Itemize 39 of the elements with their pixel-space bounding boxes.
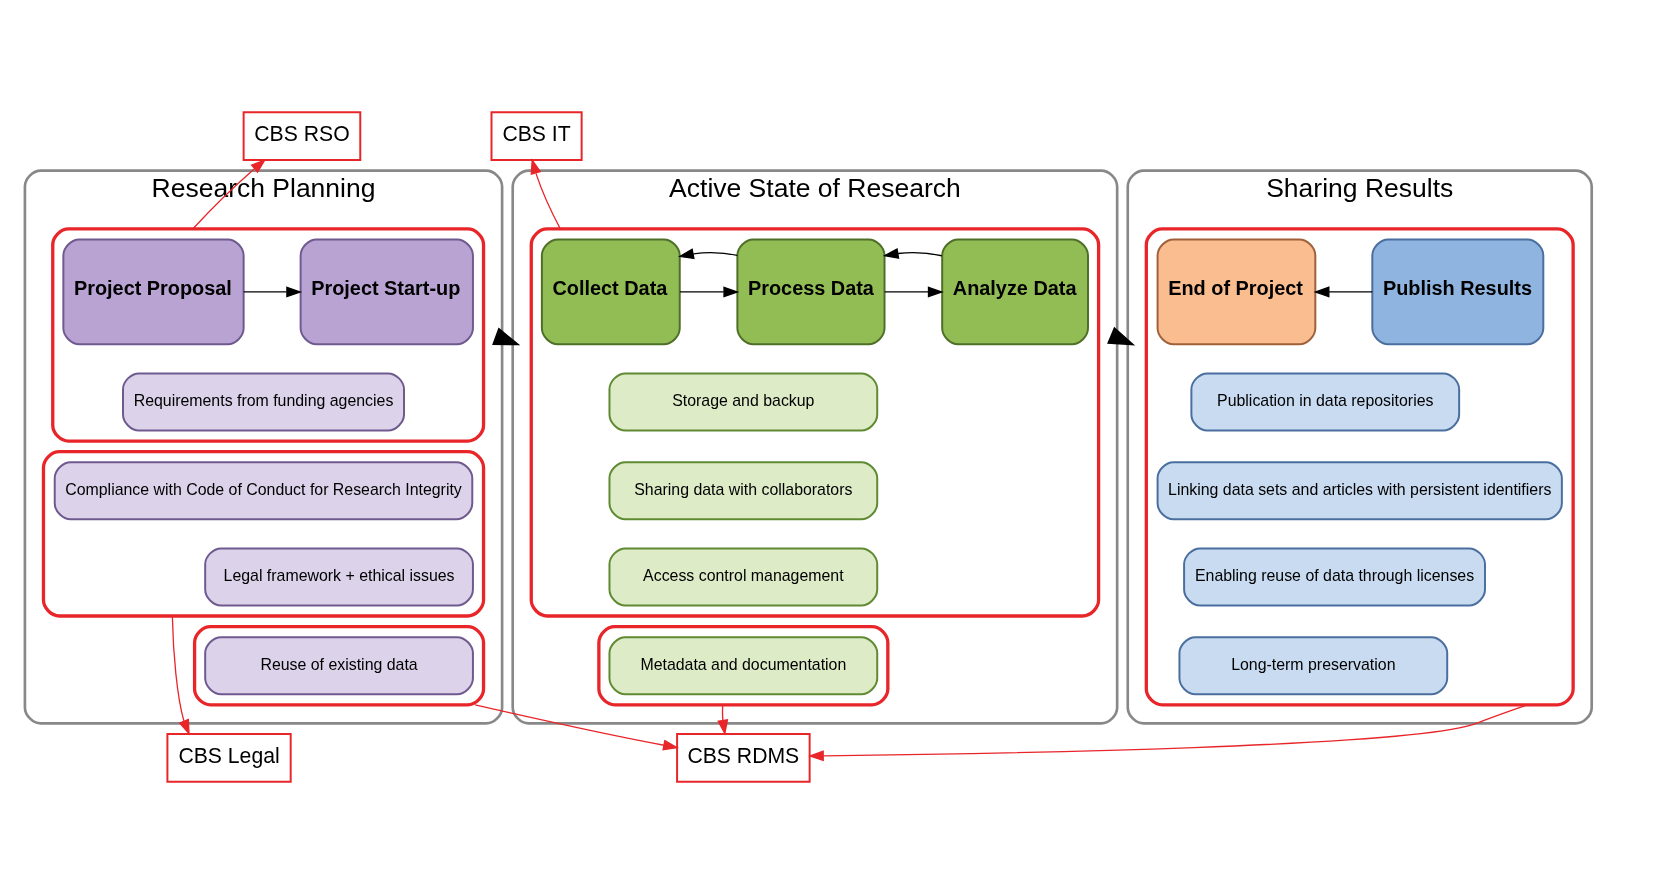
arrow: [884, 285, 944, 297]
node-box: Requirements from funding agencies: [122, 371, 405, 431]
cluster: [597, 624, 890, 706]
node-box: Project Proposal: [62, 238, 245, 345]
arrow: [678, 247, 738, 259]
node-box: Analyze Data: [941, 238, 1089, 345]
node-box: End of Project: [1156, 238, 1317, 345]
node-box: Compliance with Code of Conduct for Research Integrity: [53, 460, 474, 520]
node-box: Publish Results: [1371, 238, 1545, 345]
node-box: Linking data sets and articles with persistent identifiers: [1156, 460, 1563, 520]
arrow: [474, 703, 679, 751]
arrow: [530, 157, 562, 230]
node-box: Sharing data with collaborators: [608, 460, 879, 520]
cluster: [51, 226, 486, 443]
arrow: [171, 614, 190, 735]
node-box: Reuse of existing data: [204, 635, 474, 695]
arrow: [679, 285, 740, 297]
node-box: CBS RDMS: [676, 732, 811, 783]
node-box: Collect Data: [540, 238, 681, 345]
node-box: Project Start-up: [299, 238, 474, 345]
node-box: CBS Legal: [166, 732, 292, 783]
node-box: CBS RSO: [242, 110, 362, 161]
cluster: [529, 226, 1101, 618]
cluster: [192, 624, 486, 706]
arrow: [807, 703, 1529, 761]
node-box: Enabling reuse of data through licenses: [1183, 546, 1486, 606]
arrow: [882, 247, 943, 259]
cluster: [41, 449, 486, 618]
node-box: Access control management: [608, 546, 879, 606]
node-box: Metadata and documentation: [608, 635, 879, 695]
node-box: CBS IT: [490, 110, 583, 161]
arrow: [1313, 285, 1373, 297]
cluster: [1144, 226, 1575, 706]
node-box: Legal framework + ethical issues: [204, 546, 474, 606]
node-box: Long-term preservation: [1178, 635, 1449, 695]
arrow: [243, 285, 303, 297]
node-box: Process Data: [736, 238, 886, 345]
node-box: Publication in data repositories: [1190, 371, 1461, 431]
node-box: Storage and backup: [608, 371, 879, 431]
